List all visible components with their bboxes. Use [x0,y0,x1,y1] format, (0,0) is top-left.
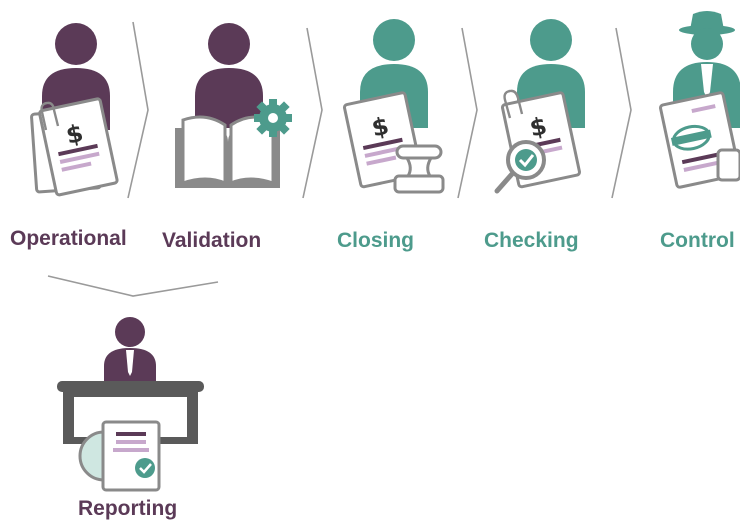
inspector-with-stamped-document-icon [659,11,740,189]
step-label-reporting: Reporting [78,497,178,520]
divider-4 [611,27,632,199]
divider-1 [127,21,149,199]
svg-text:$: $ [64,119,86,150]
gear-icon [254,99,292,137]
stamp-icon [393,144,445,194]
step-label-closing: Closing [337,229,414,252]
step-label-validation: Validation [162,229,262,252]
person-with-invoice-and-magnifier-icon: $ [494,19,585,194]
step-label-checking: Checking [484,229,579,252]
step-label-operational: Operational [10,227,127,250]
person-with-invoice-and-stamp-icon: $ [342,19,445,194]
reporting-connector [47,275,219,297]
divider-2 [302,27,323,199]
step-label-control: Control [660,229,735,252]
svg-text:$: $ [527,112,549,143]
person-with-invoice-icon: $ [30,23,119,197]
step-dividers [127,21,632,199]
divider-3 [457,27,478,199]
person-with-book-and-gear-icon [175,23,292,188]
magnifier-check-icon [494,140,546,194]
svg-text:$: $ [369,112,391,143]
person-at-desk-with-report-icon [57,317,204,492]
